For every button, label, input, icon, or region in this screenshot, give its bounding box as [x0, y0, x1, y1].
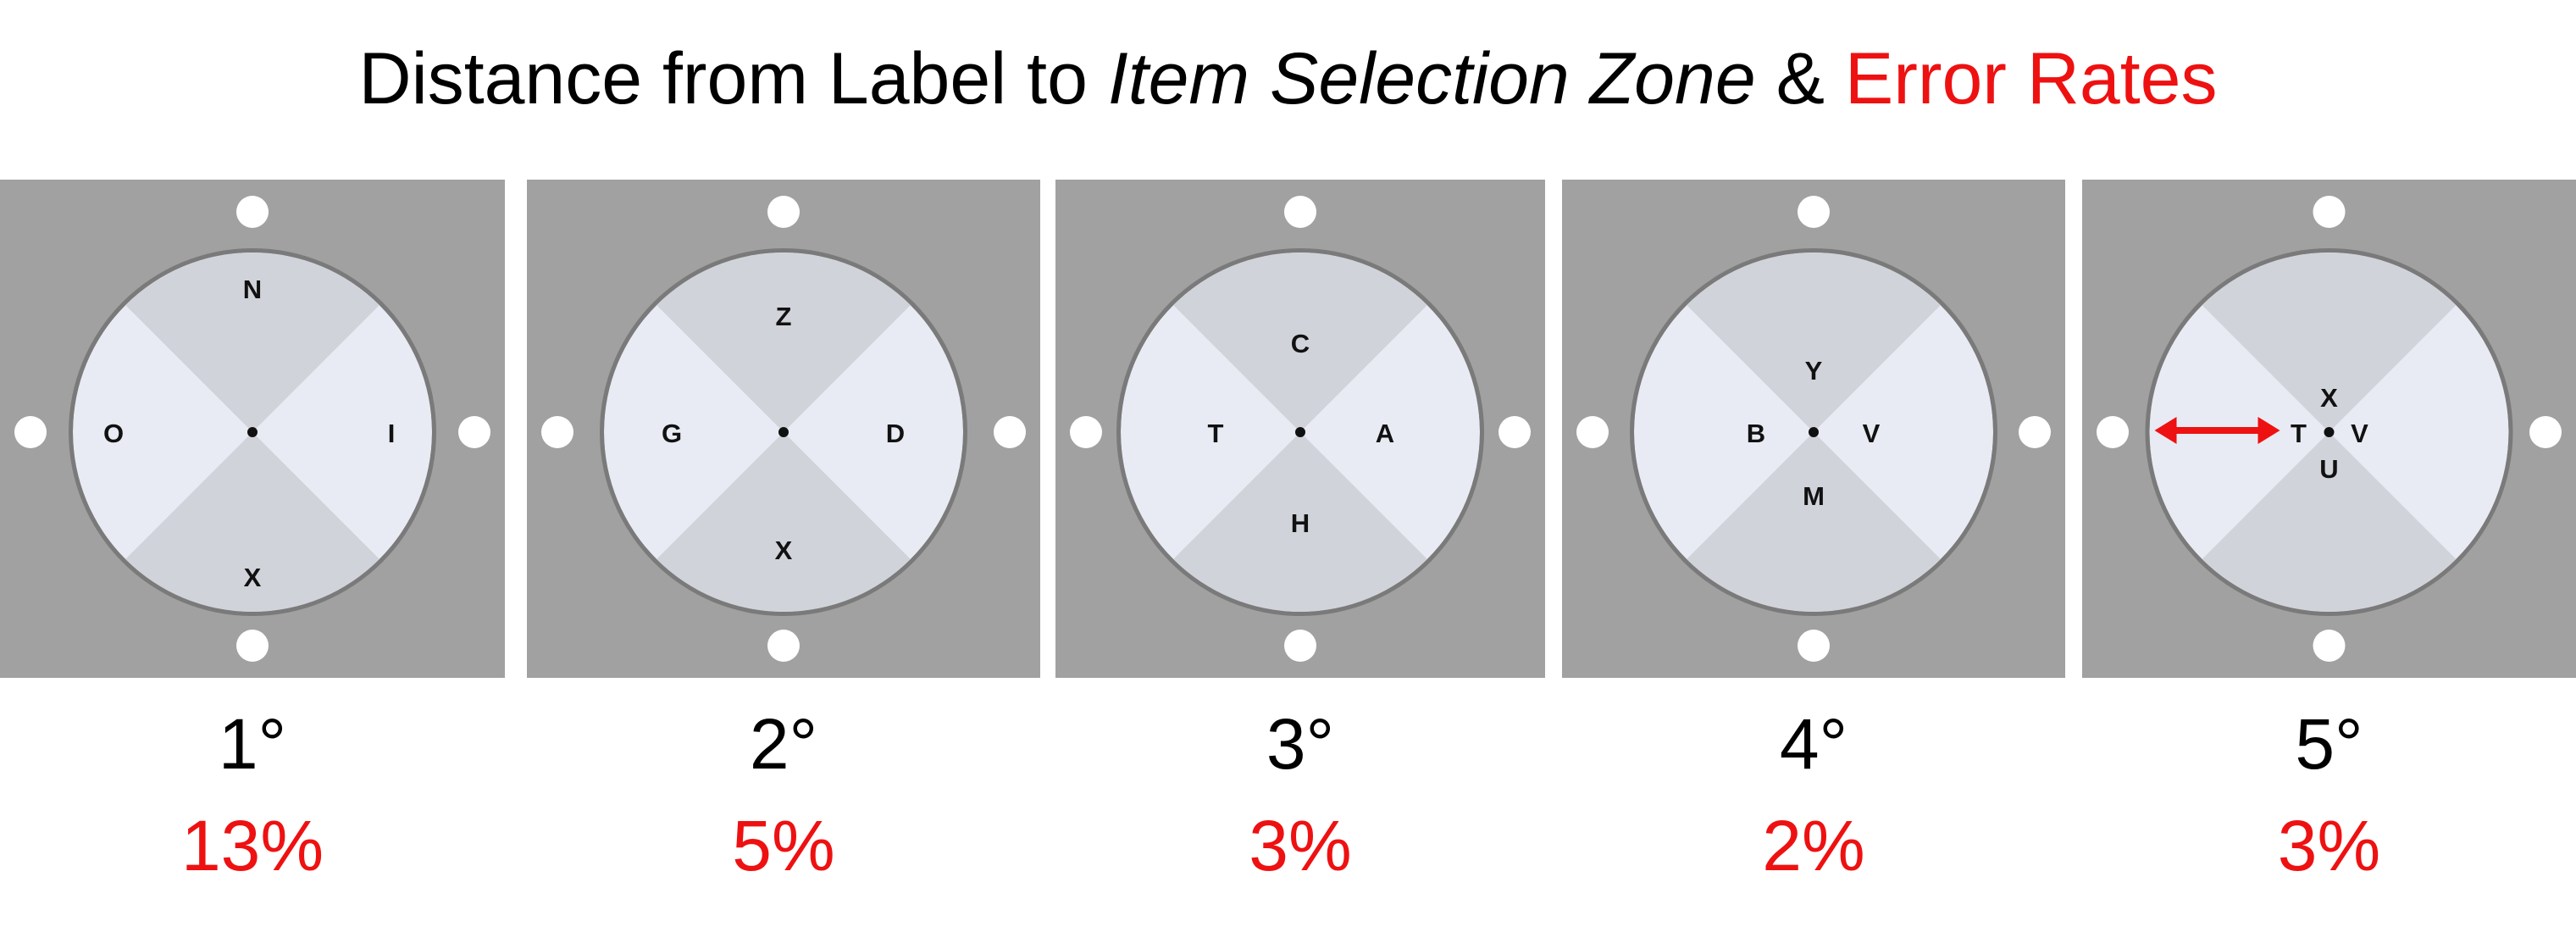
marking-menu-diagram: N I X O [14, 196, 490, 662]
zone-label-top: Z [776, 302, 792, 331]
zone-label-top: N [243, 275, 262, 304]
condition-error-rate: 3% [2277, 806, 2381, 885]
distance-arrow [2154, 417, 2280, 444]
zone-label-bottom: U [2319, 454, 2338, 484]
zone-label-bottom: X [244, 563, 262, 592]
center-dot [2324, 427, 2335, 437]
zone-label-right: V [2351, 419, 2368, 448]
target-dot-top[interactable] [2313, 196, 2346, 228]
center-dot [1295, 427, 1305, 437]
target-dot-top[interactable] [767, 196, 800, 228]
zone-label-left: T [2291, 419, 2307, 448]
target-dot-bottom[interactable] [2313, 630, 2346, 662]
zone-label-left: O [103, 419, 124, 448]
condition-error-rate: 2% [1762, 806, 1865, 885]
title-error-rates: Error Rates [1844, 38, 2218, 119]
condition-panel-3: C A H T [1055, 180, 1545, 678]
zone-label-bottom: M [1803, 481, 1825, 511]
title-part-1: Distance from Label to [358, 38, 1108, 119]
condition-degree: 2° [749, 704, 818, 784]
zone-label-bottom: X [775, 536, 793, 565]
target-dot-right[interactable] [2529, 416, 2562, 448]
target-dot-top[interactable] [1798, 196, 1830, 228]
condition-panel-1: N I X O [0, 180, 505, 678]
zone-label-top: X [2320, 383, 2338, 413]
target-dot-bottom[interactable] [236, 630, 269, 662]
condition-error-rate: 3% [1249, 806, 1352, 885]
condition-degree: 3° [1266, 704, 1335, 784]
target-dot-right[interactable] [994, 416, 1026, 448]
target-dot-left[interactable] [14, 416, 47, 448]
condition-panel-4: Y V M B [1562, 180, 2065, 678]
zone-label-bottom: H [1291, 508, 1310, 538]
target-dot-right[interactable] [1499, 416, 1531, 448]
target-dot-left[interactable] [1576, 416, 1609, 448]
center-dot [778, 427, 789, 437]
target-dot-right[interactable] [2019, 416, 2051, 448]
page-title: Distance from Label to Item Selection Zo… [0, 32, 2576, 125]
title-ampersand: & [1755, 38, 1845, 119]
zone-label-right: I [388, 419, 396, 448]
condition-panel-2: Z D X G [527, 180, 1040, 678]
marking-menu-diagram: C A H T [1070, 196, 1531, 662]
zone-label-right: D [886, 419, 905, 448]
target-dot-bottom[interactable] [1284, 630, 1316, 662]
condition-degree: 1° [218, 704, 287, 784]
title-item-selection-zone: Item Selection Zone [1107, 38, 1756, 119]
condition-degree: 5° [2295, 704, 2363, 784]
selection-zone-top[interactable] [941, 73, 1659, 432]
zone-label-top: C [1291, 329, 1310, 358]
zone-label-left: T [1208, 419, 1224, 448]
zone-label-left: B [1747, 419, 1765, 448]
target-dot-bottom[interactable] [1798, 630, 1830, 662]
condition-degree: 4° [1779, 704, 1848, 784]
zone-label-right: V [1863, 419, 1881, 448]
target-dot-left[interactable] [1070, 416, 1102, 448]
zone-label-right: A [1376, 419, 1394, 448]
selection-zone-top[interactable] [424, 73, 1143, 432]
target-dot-right[interactable] [458, 416, 490, 448]
zone-label-top: Y [1805, 356, 1823, 386]
marking-menu-diagram: Z D X G [541, 196, 1026, 662]
target-dot-top[interactable] [1284, 196, 1316, 228]
center-dot [1809, 427, 1819, 437]
condition-error-rate: 5% [732, 806, 835, 885]
zone-label-left: G [662, 419, 682, 448]
condition-error-rate: 13% [180, 806, 324, 885]
target-dot-top[interactable] [236, 196, 269, 228]
target-dot-left[interactable] [541, 416, 573, 448]
target-dot-left[interactable] [2097, 416, 2129, 448]
target-dot-bottom[interactable] [767, 630, 800, 662]
marking-menu-diagram: Y V M B [1576, 196, 2051, 662]
center-dot [247, 427, 258, 437]
